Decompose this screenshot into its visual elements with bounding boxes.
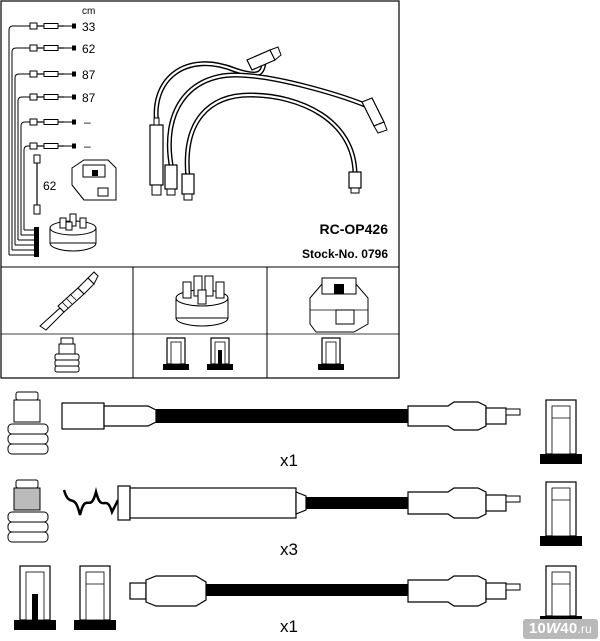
info-panel-frame <box>0 0 400 379</box>
spark-plug-icon <box>39 271 99 331</box>
coil-connector-icon <box>149 117 164 196</box>
lead-length-table: cm 33 62 87 <box>8 6 117 257</box>
cap-terminal-icon <box>14 565 56 630</box>
plug-boot-icon <box>348 171 362 194</box>
lead-length: 87 <box>82 91 96 105</box>
lead-length: 87 <box>82 68 96 82</box>
coil-lead: 62 <box>33 154 57 215</box>
coil-terminal-icon <box>540 565 582 626</box>
cable <box>306 497 408 509</box>
boot-sleeve <box>407 401 487 431</box>
distributor-cap-small-icon <box>49 213 97 252</box>
part-number: RC-OP426 <box>320 221 389 237</box>
boot-sleeve <box>103 405 157 427</box>
cable <box>206 584 408 596</box>
cap-terminal-icon <box>74 565 116 630</box>
lead-length: 33 <box>82 20 96 34</box>
plug-terminal-icon <box>7 479 49 543</box>
connector-collar <box>117 485 131 521</box>
coil-terminal-icon <box>540 481 582 546</box>
boot-sleeve <box>407 487 487 519</box>
unit-label: cm <box>82 6 95 17</box>
lead-row: 87 <box>29 91 96 105</box>
terminal-tip <box>505 495 521 503</box>
lead-length: – <box>84 115 91 129</box>
terminal-tip <box>505 408 521 416</box>
coil-small-icon <box>71 159 117 201</box>
lead-row: 62 <box>29 42 96 56</box>
terminal <box>485 582 507 600</box>
lead-row: 87 <box>29 68 96 82</box>
quantity-label: x1 <box>280 451 298 470</box>
coil-terminal-icon <box>318 337 344 370</box>
lead-length: 62 <box>82 42 96 56</box>
lead-detail-row: x1 <box>7 391 582 470</box>
plug-boot-icon <box>246 46 282 71</box>
site-watermark: 10W40.ru <box>522 619 598 639</box>
lead-row: – <box>29 139 91 153</box>
spring-clip <box>62 487 120 516</box>
coil-lead-length: 62 <box>43 179 57 193</box>
lead-detail-row: x3 <box>7 479 582 559</box>
terminal-tip <box>505 583 521 591</box>
ignition-coil-icon <box>309 277 369 333</box>
boot-tube <box>129 487 297 519</box>
plug-boot-icon <box>164 164 178 196</box>
boot-taper <box>295 491 307 515</box>
plug-boot-icon <box>181 173 195 201</box>
lead-set-illustration <box>149 46 388 201</box>
boot-end <box>61 402 105 430</box>
plug-terminal-icon <box>7 391 49 455</box>
terminal <box>485 494 507 512</box>
cap-terminal-icon <box>163 337 189 370</box>
quantity-label: x1 <box>280 617 298 636</box>
stock-number: Stock-No. 0796 <box>302 247 388 261</box>
lead-row: – <box>29 115 91 129</box>
lead-length: – <box>84 139 91 153</box>
quantity-label: x3 <box>280 540 298 559</box>
lead-detail-row: x1 <box>14 565 582 636</box>
terminal <box>129 582 147 600</box>
terminal <box>485 407 507 425</box>
boot-sleeve <box>407 575 487 607</box>
plug-terminal-icon <box>54 337 80 373</box>
cap-terminal-icon <box>207 337 233 370</box>
terminal-stubs <box>9 227 39 257</box>
boot-sleeve <box>145 575 207 607</box>
plug-boot-icon <box>361 97 388 134</box>
lead-row: 33 <box>29 20 96 34</box>
distributor-cap-icon <box>175 275 229 327</box>
coil-terminal-icon <box>540 399 582 464</box>
cable <box>156 409 408 423</box>
